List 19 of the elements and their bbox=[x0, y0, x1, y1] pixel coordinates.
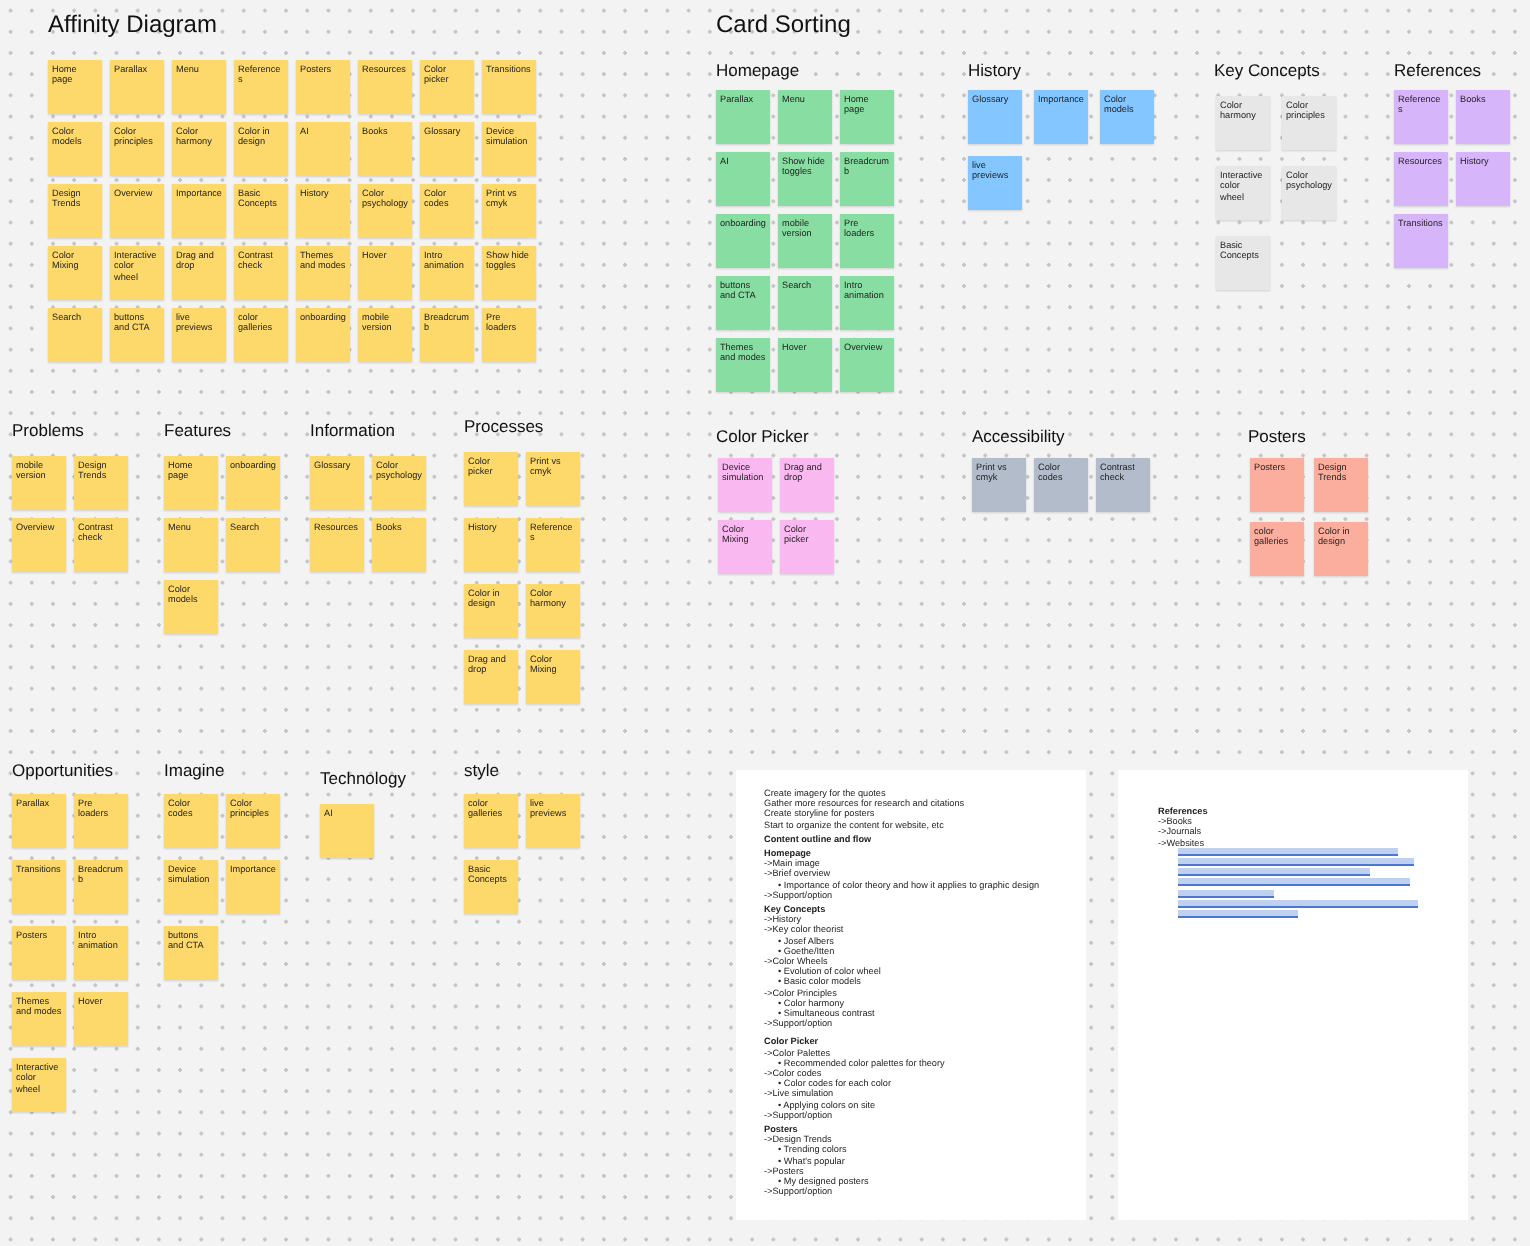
section-heading: Card Sorting bbox=[716, 10, 851, 38]
section-heading: Problems bbox=[12, 420, 84, 440]
section-heading: Information bbox=[310, 420, 396, 440]
section-heading: style bbox=[464, 760, 499, 780]
section-heading: Key Concepts bbox=[1214, 60, 1320, 80]
section-heading: Opportunities bbox=[12, 760, 114, 780]
section-heading: Processes bbox=[464, 416, 544, 436]
section-heading: Affinity Diagram bbox=[48, 10, 217, 38]
document-page bbox=[736, 770, 1086, 1220]
section-heading: Features bbox=[164, 420, 232, 440]
document-page bbox=[1118, 770, 1468, 1220]
section-heading: History bbox=[968, 60, 1021, 80]
section-heading: Color Picker bbox=[716, 426, 809, 446]
section-heading: References bbox=[1394, 60, 1481, 80]
section-heading: Technology bbox=[320, 768, 407, 788]
section-heading: Imagine bbox=[164, 760, 225, 780]
section-heading: Homepage bbox=[716, 60, 800, 80]
section-heading: Posters bbox=[1248, 426, 1306, 446]
section-heading: Accessibility bbox=[972, 426, 1065, 446]
